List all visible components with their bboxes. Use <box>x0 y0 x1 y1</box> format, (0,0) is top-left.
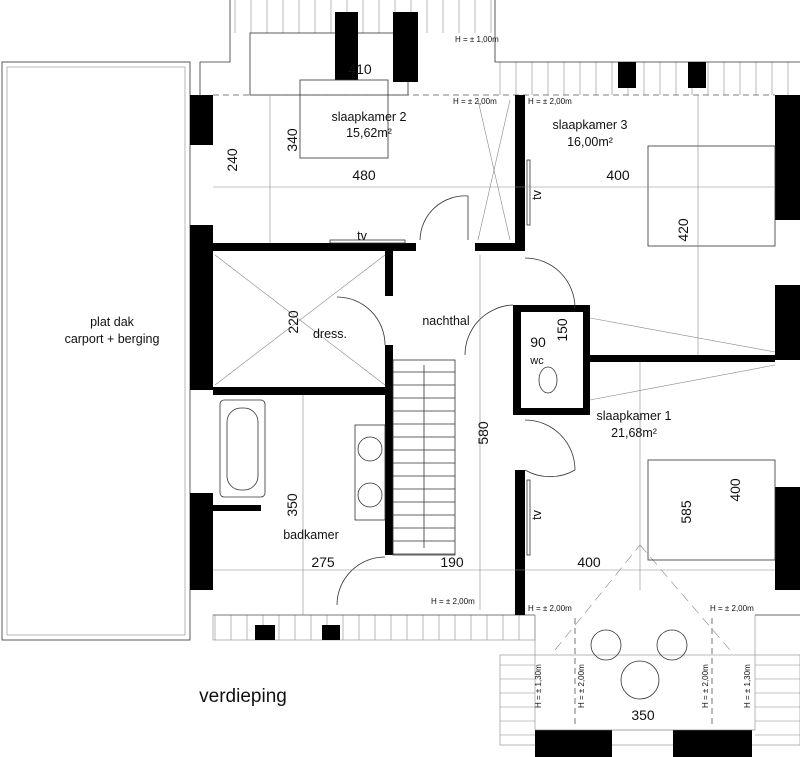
dim-400-bottom: 400 <box>577 554 601 570</box>
height-label: H = ± 2,00m <box>431 597 475 606</box>
dim-350-bay: 350 <box>631 707 655 723</box>
dim-410: 410 <box>348 61 372 77</box>
height-label: H = ± 1,30m <box>534 664 543 708</box>
bedroom2-area: 15,62m² <box>346 126 392 140</box>
walls <box>190 12 800 757</box>
bedroom3-name: slaapkamer 3 <box>552 118 627 132</box>
bedroom3-area: 16,00m² <box>567 135 613 149</box>
tv-label: tv <box>530 189 544 199</box>
flat-roof: plat dak carport + berging <box>1 61 191 641</box>
bathroom-name: badkamer <box>283 528 339 542</box>
roof-tiles <box>214 0 800 736</box>
height-label: H = ± 1,30m <box>743 664 752 708</box>
outline <box>199 0 800 746</box>
dim-90: 90 <box>530 334 546 350</box>
dim-580: 580 <box>475 421 491 445</box>
wc-name: wc <box>529 355 544 367</box>
dimension-labels: 410 340 240 480 400 420 220 90 150 580 3… <box>224 61 743 723</box>
height-label: H = ± 1,00m <box>455 35 499 44</box>
tv-label: tv <box>357 229 367 243</box>
staircase <box>392 359 456 556</box>
dressing-name: dress. <box>313 327 347 341</box>
flat-roof-sublabel: carport + berging <box>65 332 160 346</box>
dim-400-right: 400 <box>727 478 743 502</box>
dim-220: 220 <box>285 310 301 334</box>
dim-420: 420 <box>675 218 691 242</box>
height-label: H = ± 2,00m <box>528 97 572 106</box>
bedroom2-name: slaapkamer 2 <box>331 110 406 124</box>
dim-340: 340 <box>284 128 300 152</box>
bedroom1-area: 21,68m² <box>611 426 657 440</box>
height-label: H = ± 2,00m <box>577 664 586 708</box>
dim-275: 275 <box>311 554 335 570</box>
room-labels: slaapkamer 2 15,62m² slaapkamer 3 16,00m… <box>199 110 671 707</box>
dim-240: 240 <box>224 148 240 172</box>
height-label: H = ± 2,00m <box>528 604 572 613</box>
dim-190: 190 <box>440 554 464 570</box>
dimension-lines <box>213 95 775 731</box>
tv-label: tv <box>530 509 544 519</box>
dim-480: 480 <box>352 167 376 183</box>
dim-150: 150 <box>554 318 570 342</box>
dim-585: 585 <box>678 500 694 524</box>
flat-roof-label: plat dak <box>90 315 135 329</box>
furniture <box>214 79 776 700</box>
dim-350-bath: 350 <box>284 493 300 517</box>
hall-name: nachthal <box>422 314 469 328</box>
bedroom1-name: slaapkamer 1 <box>596 409 671 423</box>
height-label: H = ± 2,00m <box>453 97 497 106</box>
height-label: H = ± 2,00m <box>701 664 710 708</box>
plan-title: verdieping <box>199 686 287 707</box>
height-labels: H = ± 1,00m H = ± 2,00m H = ± 2,00m H = … <box>431 35 754 708</box>
dim-400-top: 400 <box>606 167 630 183</box>
height-label: H = ± 2,00m <box>710 604 754 613</box>
